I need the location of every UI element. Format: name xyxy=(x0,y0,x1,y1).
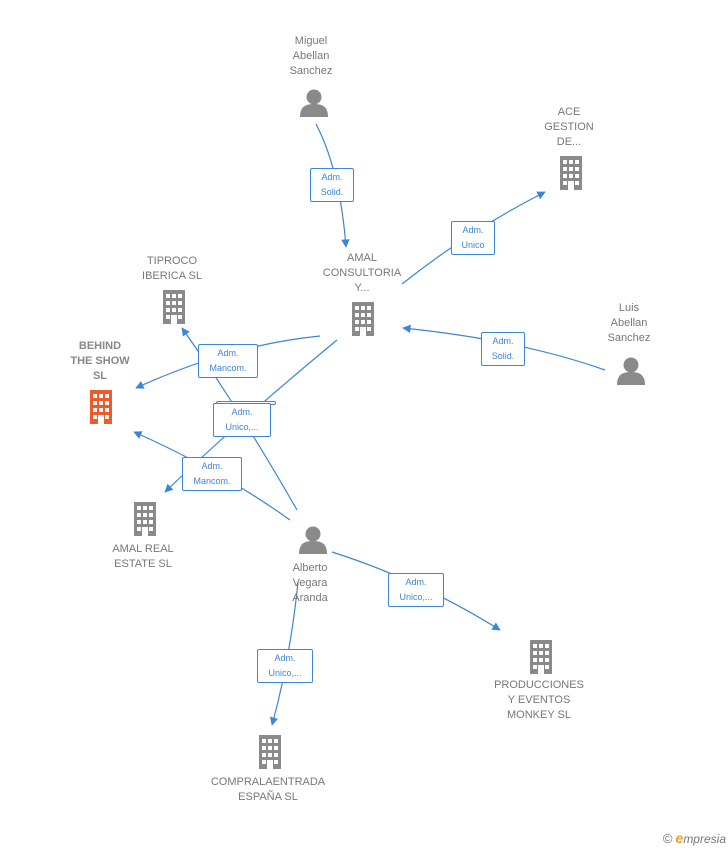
copyright-icon: © xyxy=(662,831,673,846)
edge-label-amal-real[interactable]: Adm. Unico,... xyxy=(213,403,271,437)
node-label-behind[interactable]: BEHIND THE SHOW SL xyxy=(70,340,130,382)
edge-label-luis-amal[interactable]: Adm. Solid. xyxy=(481,332,525,366)
node-label-amal-real[interactable]: AMAL REAL ESTATE SL xyxy=(112,543,174,570)
node-label-ace[interactable]: ACE GESTION DE... xyxy=(544,106,594,148)
person-icon xyxy=(617,357,645,385)
building-icon xyxy=(530,640,552,674)
node-label-amal-consultoria[interactable]: AMAL CONSULTORIA Y... xyxy=(322,252,402,294)
building-icon xyxy=(259,735,281,769)
edge-label-amal-ace[interactable]: Adm. Unico xyxy=(451,221,495,255)
building-icon xyxy=(90,390,112,424)
edge-label-alberto-producciones[interactable]: Adm. Unico,... xyxy=(388,573,444,607)
building-icon xyxy=(560,156,582,190)
edge-label-alberto-behind[interactable]: Adm. Mancom. xyxy=(182,457,242,491)
node-label-luis[interactable]: Luis Abellan Sanchez xyxy=(607,302,651,344)
person-icon xyxy=(300,89,328,117)
building-icon xyxy=(352,302,374,336)
building-icon xyxy=(134,502,156,536)
node-icons xyxy=(90,89,645,769)
node-label-compra[interactable]: COMPRALAENTRADA ESPAÑA SL xyxy=(210,776,326,803)
edge-label-miguel-amal[interactable]: Adm. Solid. xyxy=(310,168,354,202)
edges xyxy=(133,123,606,726)
person-icon xyxy=(299,526,327,554)
edge-label-alberto-compra[interactable]: Adm. Unico,... xyxy=(257,649,313,683)
node-label-alberto[interactable]: Alberto Vegara Aranda xyxy=(292,562,328,604)
node-label-tiproco[interactable]: TIPROCO IBERICA SL xyxy=(142,255,202,282)
empresia-logo: ©empresia xyxy=(662,830,726,846)
edge-label-amal-behind[interactable]: Adm. Mancom. xyxy=(198,344,258,378)
node-label-miguel[interactable]: Miguel Abellan Sanchez xyxy=(289,35,333,77)
building-icon xyxy=(163,290,185,324)
node-label-producciones[interactable]: PRODUCCIONES Y EVENTOS MONKEY SL xyxy=(494,679,584,721)
